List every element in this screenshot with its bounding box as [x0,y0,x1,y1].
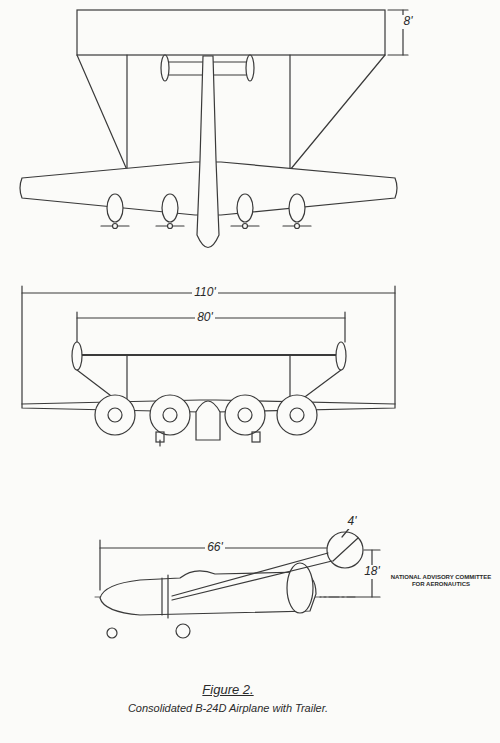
figure-number: Figure 2. [200,683,255,697]
dimension-label: 110' [192,286,217,299]
strut [126,55,127,170]
nacelle [237,194,253,222]
dimension-label: 8' [402,15,415,28]
engine-disc [150,395,190,435]
tow-cable [290,55,385,170]
tow-cable [172,561,332,600]
strut [289,55,290,170]
trailer-end [327,532,363,568]
agency-stamp: NATIONAL ADVISORY COMMITTEE FOR AERONAUT… [385,574,497,587]
fuselage [197,56,219,248]
engine-disc [225,395,265,435]
nacelle [162,194,178,222]
trailer-wing [77,354,345,356]
tow-cable [77,55,127,170]
engine-disc [277,395,317,435]
dimension-label: 80' [195,311,215,324]
fuselage-side [100,571,316,615]
dimension-label: 66' [205,541,225,554]
nacelle [107,194,123,222]
nacelle [289,194,305,222]
engine-disc [95,395,135,435]
dimension-label: 4' [346,515,359,528]
dimension-label: 18' [362,565,382,578]
fuselage [196,401,220,440]
figure-caption: Consolidated B-24D Airplane with Trailer… [126,702,330,714]
trailer-wing [77,10,385,55]
